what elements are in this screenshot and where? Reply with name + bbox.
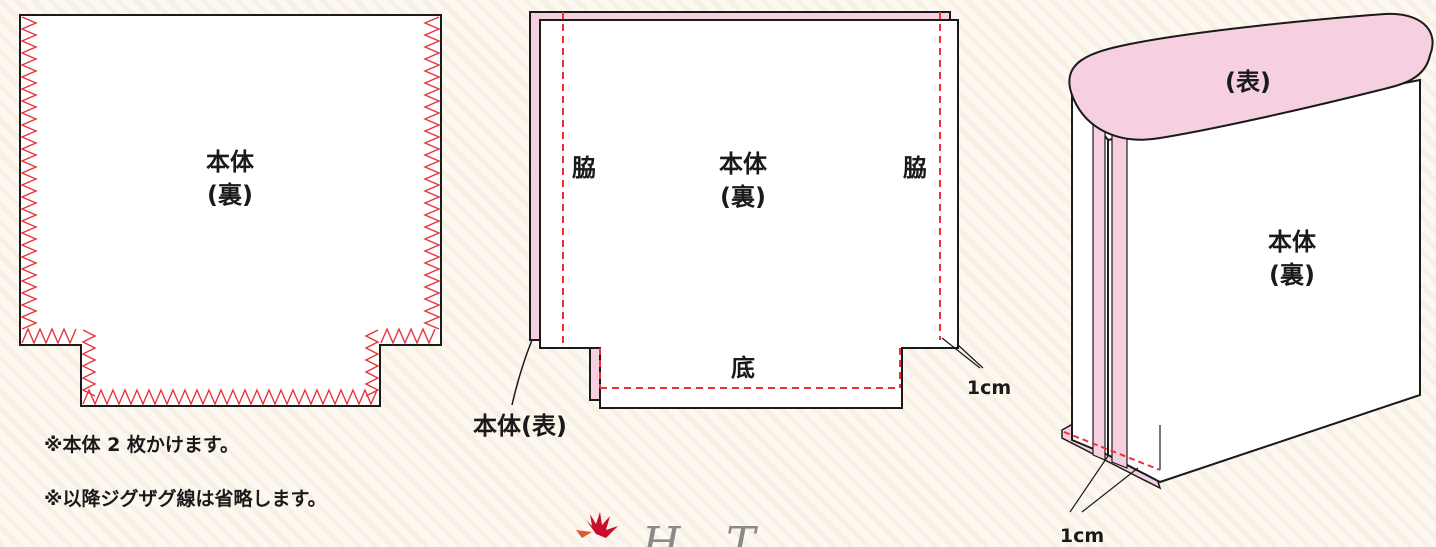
seam-width-label: 1cm xyxy=(967,377,1011,399)
seam-width-leader xyxy=(941,337,984,369)
reverse-side-label: (裏) xyxy=(207,181,253,209)
note-zigzag-omitted: ※以降ジグザグ線は省略します。 xyxy=(44,488,327,510)
inner-body-piece xyxy=(539,19,959,409)
outer-side-label: 本体(表) xyxy=(473,412,567,440)
zigzag-stitch-bottom xyxy=(82,388,378,406)
zigzag-stitch-notch-right xyxy=(364,329,380,397)
logo-letter-t: T xyxy=(726,518,759,547)
seam-width-leader xyxy=(1069,455,1139,513)
red-flower-icon xyxy=(576,512,618,538)
body-label: 本体 xyxy=(719,150,768,178)
bottom-fold-seam xyxy=(1063,431,1161,471)
body-label: 本体 xyxy=(1268,228,1317,256)
zigzag-stitch-left xyxy=(20,16,38,330)
zigzag-stitch-bottom-left xyxy=(21,327,77,345)
logo-letter-h: H xyxy=(641,518,682,547)
outer-side-label: (表) xyxy=(1225,68,1271,96)
body-piece-outline xyxy=(19,14,442,407)
body-label: 本体 xyxy=(206,148,255,176)
note-two-pieces: ※本体 2 枚かけます。 xyxy=(44,434,240,456)
body-front-face xyxy=(1107,78,1421,484)
seam-allowance-strip-2 xyxy=(1111,129,1128,469)
diagram-2: 脇 脇 本体 (裏) 底 本体(表) 1cm xyxy=(473,11,1011,440)
reverse-side-label: (裏) xyxy=(1269,261,1315,289)
diagram-3: (表) 本体 (裏) 1cm xyxy=(1060,12,1434,547)
bottom-label: 底 xyxy=(731,354,755,382)
seam-width-label: 1cm xyxy=(1060,525,1104,547)
zigzag-stitch-bottom-right xyxy=(380,327,436,345)
side-label-right: 脇 xyxy=(903,154,927,182)
side-label-left: 脇 xyxy=(572,154,596,182)
diagram-1: 本体 (裏) xyxy=(19,14,442,407)
top-opening xyxy=(1068,12,1434,141)
zigzag-stitch-notch-left xyxy=(81,329,97,397)
reverse-side-label: (裏) xyxy=(720,183,766,211)
seam-allowance-strip-1 xyxy=(1092,123,1106,461)
outer-label-leader xyxy=(511,339,533,406)
zigzag-stitch-right xyxy=(423,16,441,330)
brand-logo: H T xyxy=(576,512,759,547)
